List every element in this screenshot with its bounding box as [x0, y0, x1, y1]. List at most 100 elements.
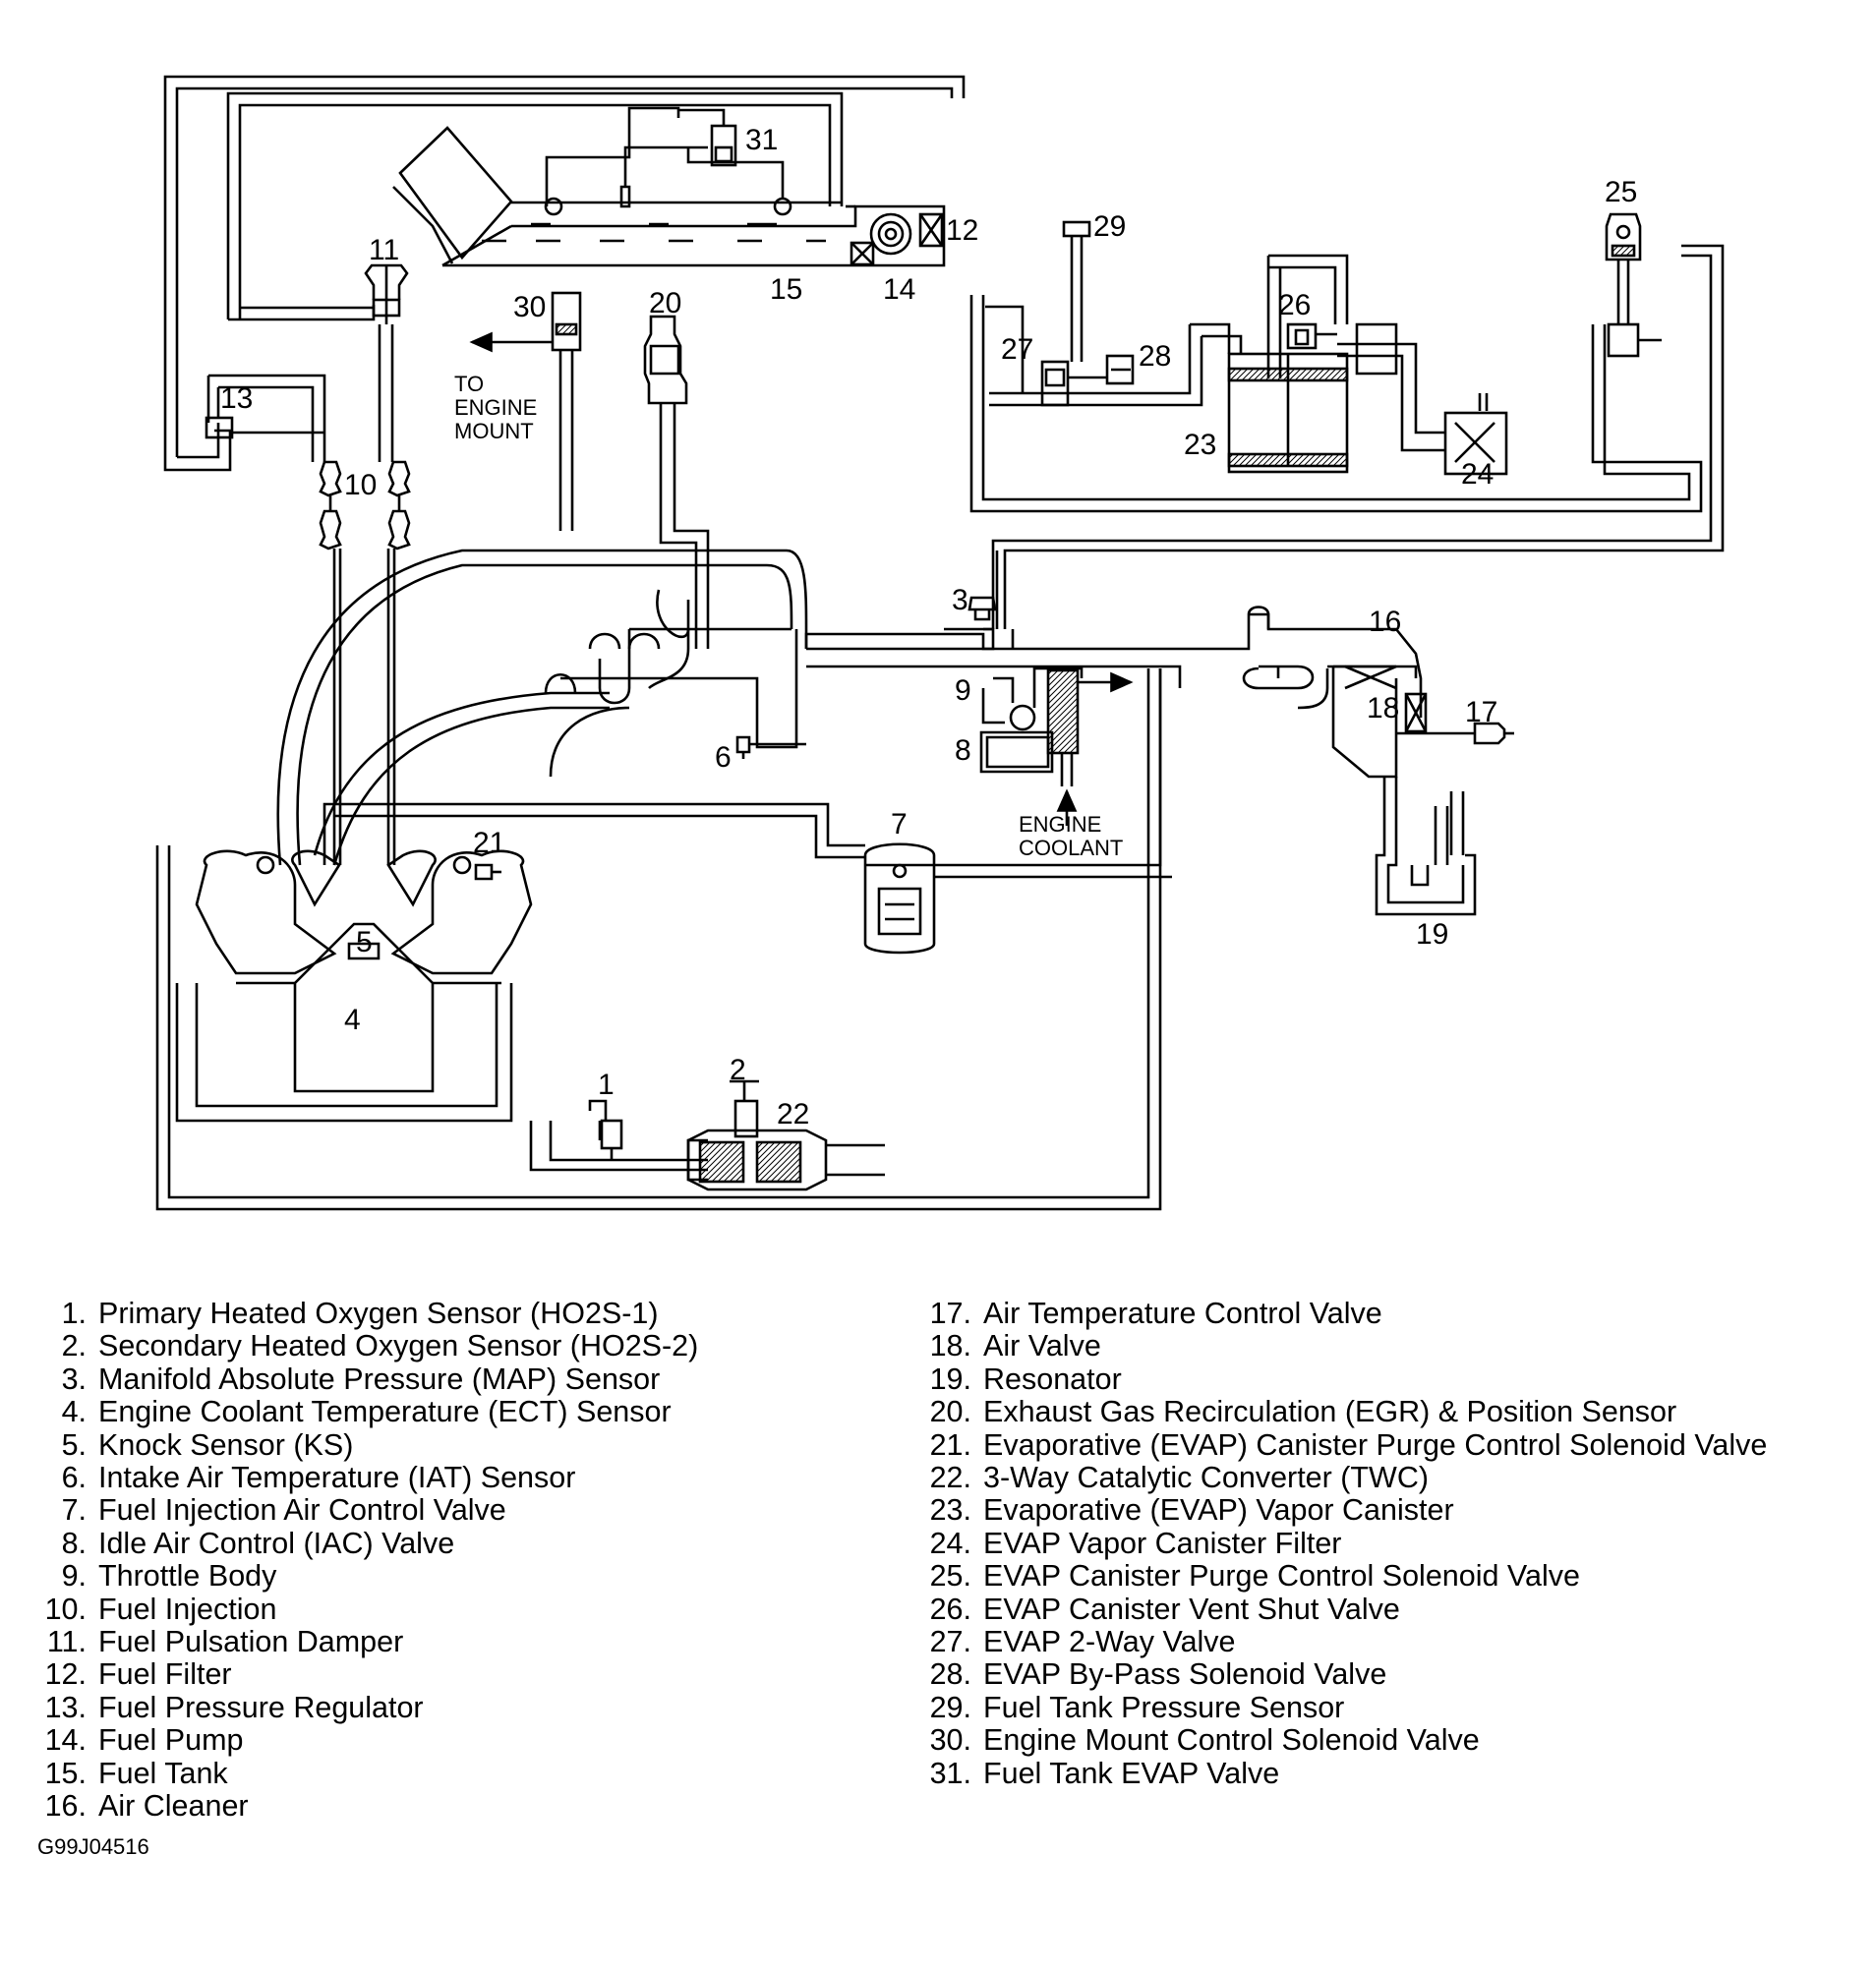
callout-4: 4 — [344, 1004, 361, 1036]
legend-item: 20.Exhaust Gas Recirculation (EGR) & Pos… — [929, 1395, 1677, 1429]
egr-valve — [643, 315, 710, 649]
legend-item: 11.Fuel Pulsation Damper — [46, 1625, 404, 1659]
callout-16: 16 — [1369, 606, 1401, 638]
legend-item: 16.Air Cleaner — [44, 1789, 249, 1824]
legend-item: 1.Primary Heated Oxygen Sensor (HO2S-1) — [61, 1297, 659, 1330]
fuel-injectors — [319, 460, 411, 865]
legend-item: 10.Fuel Injection — [44, 1592, 277, 1626]
callout-24: 24 — [1461, 458, 1494, 491]
callout-6: 6 — [715, 741, 732, 774]
engine-emissions-diagram: 1 2 3 4 5 6 7 8 9 10 11 12 13 14 15 16 1… — [155, 75, 1725, 1211]
legend-item: 6.Intake Air Temperature (IAT) Sensor — [61, 1461, 576, 1495]
callout-11: 11 — [369, 234, 399, 266]
legend-item: 17.Air Temperature Control Valve — [929, 1297, 1382, 1330]
throttle-body — [981, 667, 1084, 731]
fuel-pressure-regulator — [205, 374, 326, 462]
evap-canister-filter — [1337, 342, 1508, 476]
air-duct — [806, 606, 1423, 718]
legend-item: 24.EVAP Vapor Canister Filter — [929, 1526, 1342, 1560]
exhaust-pipe — [155, 668, 1162, 1211]
callout-30: 30 — [513, 291, 546, 323]
legend-item: 22.3-Way Catalytic Converter (TWC) — [929, 1461, 1430, 1495]
legend-item: 13.Fuel Pressure Regulator — [44, 1690, 424, 1724]
figure-code: G99J04516 — [37, 1834, 149, 1859]
legend-item: 23.Evaporative (EVAP) Vapor Canister — [929, 1493, 1454, 1528]
callout-17: 17 — [1465, 696, 1497, 728]
legend-right-column: 17.Air Temperature Control Valve 18.Air … — [914, 1297, 1768, 1790]
callout-25: 25 — [1605, 176, 1637, 208]
legend-left-column: 1.Primary Heated Oxygen Sensor (HO2S-1) … — [29, 1297, 699, 1824]
air-temperature-control-valve — [1473, 722, 1514, 745]
map-sensor — [944, 596, 997, 631]
callout-21: 21 — [473, 827, 505, 859]
note-engine-mount-3: MOUNT — [454, 419, 534, 443]
callout-5: 5 — [356, 926, 373, 958]
note-engine-coolant-1: ENGINE — [1019, 812, 1101, 837]
legend-item: 12.Fuel Filter — [44, 1657, 232, 1692]
legend-item: 4.Engine Coolant Temperature (ECT) Senso… — [61, 1395, 672, 1429]
callout-20: 20 — [649, 287, 681, 319]
callout-numbers: 1 2 3 4 5 6 7 8 9 10 11 12 13 14 15 16 1… — [220, 124, 1637, 1130]
evap-bypass-solenoid — [1105, 354, 1135, 385]
callout-14: 14 — [883, 273, 915, 306]
callout-28: 28 — [1139, 340, 1171, 373]
legend-item: 29.Fuel Tank Pressure Sensor — [929, 1690, 1345, 1724]
legend-item: 9.Throttle Body — [61, 1559, 277, 1594]
legend-item: 18.Air Valve — [929, 1329, 1101, 1363]
legend-item: 27.EVAP 2-Way Valve — [929, 1625, 1236, 1659]
legend-item: 14.Fuel Pump — [44, 1723, 244, 1758]
callout-2: 2 — [730, 1054, 746, 1086]
legend-item: 5.Knock Sensor (KS) — [61, 1427, 354, 1462]
callout-29: 29 — [1093, 210, 1126, 243]
evap-lines — [991, 244, 1725, 649]
legend-item: 21.Evaporative (EVAP) Canister Purge Con… — [929, 1427, 1768, 1462]
legend-item: 28.EVAP By-Pass Solenoid Valve — [929, 1657, 1387, 1692]
fuel-tank-pressure-sensor — [1062, 220, 1091, 362]
fuel-tank-evap-fittings — [544, 106, 792, 216]
callout-26: 26 — [1278, 289, 1311, 321]
diagram-notes: TO ENGINE MOUNT ENGINE COOLANT — [454, 372, 1123, 860]
callout-22: 22 — [777, 1098, 809, 1130]
legend-item: 2.Secondary Heated Oxygen Sensor (HO2S-2… — [61, 1329, 699, 1363]
evap-vent-shut-valve — [1286, 322, 1337, 350]
callout-9: 9 — [955, 674, 971, 707]
resonator — [1375, 777, 1477, 916]
note-engine-mount-2: ENGINE — [454, 395, 537, 420]
callout-12: 12 — [946, 214, 978, 247]
iac-valve — [979, 668, 1134, 826]
legend-item: 25.EVAP Canister Purge Control Solenoid … — [929, 1559, 1580, 1594]
legend-item: 15.Fuel Tank — [44, 1756, 228, 1790]
callout-27: 27 — [1001, 333, 1033, 366]
callout-19: 19 — [1416, 918, 1448, 951]
fuel-pulsation-damper — [364, 263, 409, 462]
callout-10: 10 — [344, 469, 377, 501]
note-engine-mount-1: TO — [454, 372, 484, 396]
legend-item: 7.Fuel Injection Air Control Valve — [61, 1493, 506, 1528]
callout-3: 3 — [952, 584, 968, 616]
legend-item: 30.Engine Mount Control Solenoid Valve — [929, 1723, 1480, 1758]
callout-7: 7 — [891, 808, 908, 841]
callout-8: 8 — [955, 734, 971, 767]
evap-2way-valve — [1040, 360, 1107, 407]
engine-block — [175, 849, 533, 1123]
primary-oxygen-sensor — [600, 1119, 623, 1160]
note-engine-coolant-2: COOLANT — [1019, 836, 1123, 860]
legend-item: 31.Fuel Tank EVAP Valve — [929, 1756, 1280, 1790]
catalytic-converter — [686, 1129, 885, 1191]
evap-purge-solenoid-21 — [474, 863, 501, 881]
callout-15: 15 — [770, 273, 802, 306]
air-cleaner — [1249, 612, 1418, 779]
callout-23: 23 — [1184, 429, 1216, 461]
air-valve — [1396, 692, 1475, 735]
callout-18: 18 — [1367, 692, 1399, 725]
legend-item: 8.Idle Air Control (IAC) Valve — [61, 1526, 455, 1560]
callout-13: 13 — [220, 382, 253, 415]
legend-item: 19.Resonator — [929, 1362, 1122, 1396]
callout-31: 31 — [745, 124, 778, 156]
fuel-return-line — [163, 75, 966, 472]
evap-canister-lines — [969, 254, 1703, 513]
intake-hoses — [276, 549, 993, 866]
callout-1: 1 — [598, 1069, 615, 1101]
fuel-filter — [918, 212, 944, 248]
iat-sensor — [735, 735, 806, 759]
